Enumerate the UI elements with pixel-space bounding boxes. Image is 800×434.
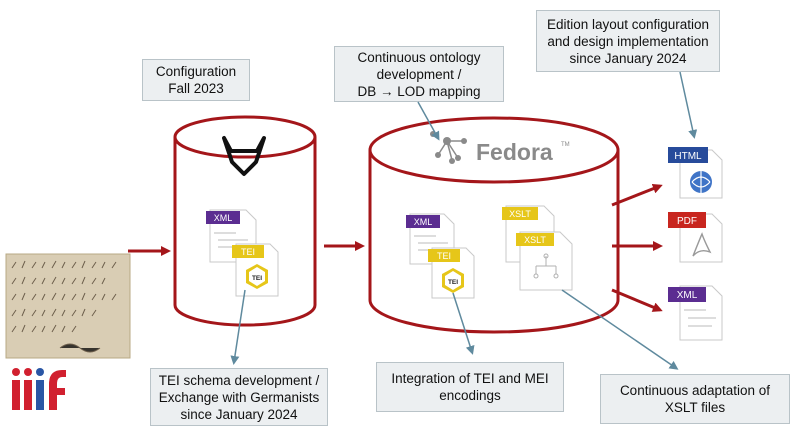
file-icon-xslt-front: XSLT (516, 231, 573, 291)
pdf-label: PDF (677, 216, 697, 227)
pointer-edition (679, 71, 698, 139)
callout-configuration: Configuration Fall 2023 (142, 59, 250, 101)
callout-line: since January 2024 (180, 406, 298, 422)
callout-line: XSLT files (664, 400, 726, 415)
callout-line: Continuous ontology (357, 49, 481, 65)
xml-label: XML (414, 217, 433, 227)
flow-arrow-to-html (611, 183, 663, 207)
xml-label: XML (677, 290, 698, 301)
fedora-logo-text: Fedora (476, 139, 553, 165)
callout-ontology: Continuous ontology development / DB → L… (334, 46, 504, 102)
manuscript-image (5, 253, 131, 359)
pointer-xslt (561, 289, 679, 370)
callout-tei-schema: TEI schema development / Exchange with G… (150, 368, 328, 426)
pointer-tei-schema (230, 289, 246, 365)
fedora-tm-text: TM (561, 142, 570, 148)
xslt-label: XSLT (524, 235, 546, 245)
callout-line: Configuration (155, 64, 237, 79)
xml-label: XML (214, 213, 233, 223)
file-icon-tei-left: TEI TEI (232, 243, 279, 297)
file-icon-html-output: HTML (668, 147, 723, 199)
callout-line: encodings (439, 388, 501, 403)
tei-label: TEI (241, 247, 255, 257)
callout-line: Fall 2023 (168, 81, 224, 96)
callout-line: development / (376, 66, 462, 82)
callout-line: Exchange with Germanists (158, 389, 320, 405)
callout-xslt-adaptation: Continuous adaptation of XSLT files (600, 374, 790, 424)
fedora-logo: Fedora TM (430, 131, 570, 165)
tei-label: TEI (437, 251, 451, 261)
callout-edition-layout: Edition layout configuration and design … (536, 10, 720, 72)
file-icon-pdf-output: PDF (668, 212, 723, 263)
callout-integration: Integration of TEI and MEI encodings (376, 362, 564, 412)
callout-line: Edition layout configuration (546, 16, 710, 32)
callout-line: and design implementation (547, 33, 709, 49)
tei-badge-text: TEI (448, 279, 458, 286)
callout-line: TEI schema development / (158, 372, 320, 388)
callout-line: Integration of TEI and MEI (391, 371, 549, 386)
pointer-integration (452, 292, 475, 355)
file-icon-tei-right: TEI TEI (428, 247, 475, 299)
flow-arrow-to-xml (611, 288, 663, 312)
gitlab-logo (222, 136, 266, 176)
html-label: HTML (674, 151, 702, 162)
file-icon-xml-output: XML (668, 285, 723, 341)
callout-line: since January 2024 (569, 50, 687, 66)
callout-line: Continuous adaptation of (619, 383, 771, 398)
iiif-logo: iiif (12, 368, 66, 410)
tei-badge-text: TEI (252, 275, 262, 282)
xslt-label: XSLT (509, 209, 531, 219)
callout-line: DB → LOD mapping (357, 83, 481, 99)
pointer-ontology (417, 101, 440, 141)
